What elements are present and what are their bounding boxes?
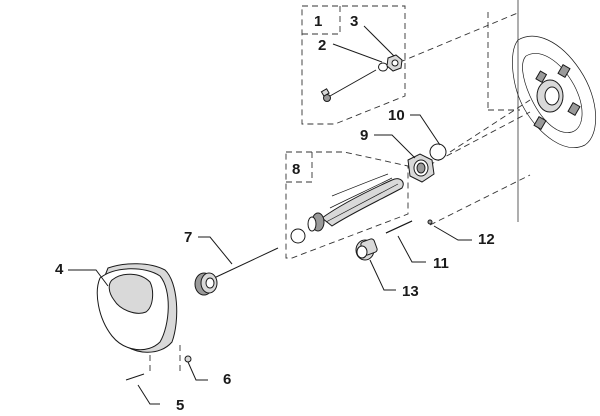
gasket-ring-small [290, 228, 306, 244]
assembly-box-1 [301, 5, 521, 125]
heating-element-nut [407, 153, 435, 183]
callout-labels: 1 2 3 4 5 6 7 8 9 10 11 12 13 [55, 13, 495, 414]
callout-12: 12 [478, 231, 495, 248]
cover-screw [125, 373, 145, 381]
callout-7: 7 [184, 229, 192, 246]
callout-10: 10 [388, 107, 405, 124]
callout-2: 2 [318, 37, 326, 54]
callout-5: 5 [176, 397, 184, 414]
callout-3: 3 [350, 13, 358, 30]
callout-1: 1 [314, 13, 322, 30]
callout-9: 9 [360, 127, 368, 144]
small-screw [427, 219, 433, 225]
small-nut [386, 54, 403, 72]
small-ring [378, 62, 388, 72]
thermostat-rod [194, 247, 279, 296]
cover-nut [184, 355, 192, 363]
callout-13: 13 [402, 283, 419, 300]
sensor-probe [320, 69, 377, 102]
cover-panel [96, 263, 181, 372]
gasket-ring-large [429, 143, 447, 161]
leader-lines [68, 25, 472, 405]
callout-4: 4 [55, 261, 64, 278]
plug-cap [355, 238, 378, 261]
callout-11: 11 [433, 255, 449, 272]
tank-body [512, 0, 596, 222]
callout-8: 8 [292, 161, 300, 178]
callout-6: 6 [223, 371, 231, 388]
heating-element [307, 173, 404, 232]
